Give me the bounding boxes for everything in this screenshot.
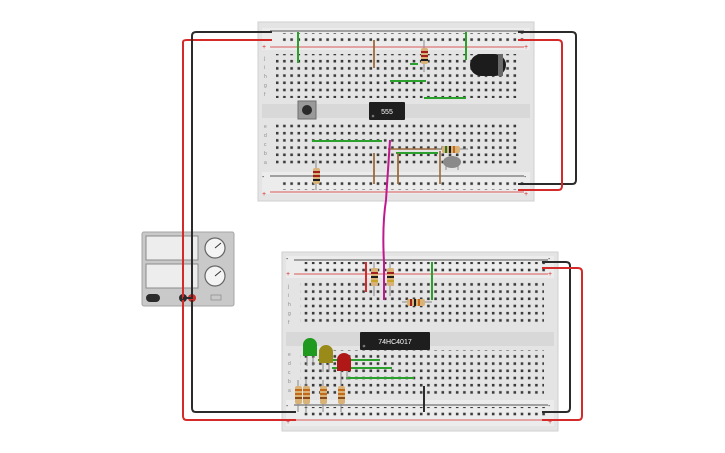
bottom-row-i: i [288, 293, 289, 299]
bottom-row-e: e [288, 352, 291, 358]
bottom-row-j: j [287, 284, 289, 290]
bottom-rail-minus-label-r: - [548, 256, 551, 263]
black-supply-wire-top[interactable] [183, 31, 272, 299]
bottom-rail-plus-label: + [286, 271, 290, 278]
black-supply-wire-bottom[interactable] [191, 300, 296, 413]
bottom-row-a: a [288, 388, 291, 394]
bottom-resistor-1[interactable] [371, 262, 378, 296]
led-resistor-1[interactable] [295, 380, 302, 412]
bottom-right-black-jumper[interactable] [542, 261, 571, 413]
led-yellow[interactable] [319, 345, 333, 372]
top-row-j: j [263, 56, 265, 62]
top-rail-plus-label-2: + [262, 191, 266, 198]
bottom-row-h: h [288, 302, 291, 308]
bottom-rail-plus-label-r2: + [548, 419, 552, 426]
bottom-rail-minus-label-r2: - [548, 403, 551, 410]
red-supply-wire-top[interactable] [182, 39, 272, 299]
top-row-g: g [264, 83, 267, 89]
top-row-a: a [264, 160, 267, 166]
top-row-e: e [264, 124, 267, 130]
top-resistor-2[interactable] [436, 146, 468, 153]
top-rail-minus-label-2: - [262, 174, 265, 181]
bottom-resistor-3[interactable] [402, 299, 432, 306]
bottom-rail-minus-label: - [286, 256, 289, 263]
bottom-row-f: f [288, 320, 290, 326]
led-resistor-2[interactable] [303, 380, 310, 412]
led-green[interactable] [303, 338, 317, 366]
bottom-breadboard[interactable]: - + - + - + - + j i h g f e d c b a 74HC… [281, 251, 559, 432]
bottom-rail-minus-label-2: - [286, 403, 289, 410]
power-switch[interactable] [146, 294, 160, 302]
bottom-row-d: d [288, 361, 291, 367]
power-supply[interactable] [141, 231, 235, 307]
bottom-row-letters: j i h g f e d c b a [287, 284, 291, 394]
top-row-i: i [264, 65, 265, 71]
chip-555[interactable]: 555 [369, 102, 405, 120]
top-rail-plus-label-r2: + [524, 191, 528, 198]
bottom-row-b: b [288, 379, 291, 385]
bottom-rail-plus-label-r: + [548, 271, 552, 278]
top-row-c: c [264, 142, 267, 148]
pushbutton[interactable] [297, 100, 317, 120]
bottom-row-g: g [288, 311, 291, 317]
led-resistor-4[interactable] [338, 380, 345, 412]
top-right-black-jumper[interactable] [518, 31, 577, 185]
top-row-h: h [264, 74, 267, 80]
top-rail-plus-label: + [262, 44, 266, 51]
voltage-display [145, 235, 199, 261]
top-rail-minus-label-r2: - [524, 174, 527, 181]
bottom-rail-plus-label-2: + [286, 419, 290, 426]
top-resistor-1[interactable] [421, 40, 428, 72]
top-row-f: f [264, 92, 266, 98]
top-row-d: d [264, 133, 267, 139]
red-supply-wire-bottom[interactable] [182, 300, 296, 421]
top-row-letters: j i h g f e d c b a [263, 56, 267, 166]
bottom-row-c: c [288, 370, 291, 376]
current-display [145, 263, 199, 289]
led-resistor-3[interactable] [320, 380, 327, 412]
chip-74hc4017-label: 74HC4017 [378, 339, 412, 346]
bottom-resistor-2[interactable] [387, 262, 394, 296]
bottom-right-red-jumper[interactable] [542, 267, 583, 421]
top-rail-plus-label-r: + [524, 44, 528, 51]
ceramic-capacitor[interactable] [443, 156, 461, 170]
top-row-b: b [264, 151, 267, 157]
external-wires [182, 31, 583, 421]
led-red[interactable] [337, 353, 351, 380]
top-breadboard[interactable]: - + - + - + - + j i h g f e d c b a [257, 21, 535, 202]
top-right-red-jumper[interactable] [518, 39, 563, 191]
chip-74hc4017[interactable]: 74HC4017 [360, 332, 430, 350]
magenta-signal-wire[interactable] [382, 139, 391, 300]
top-resistor-3[interactable] [313, 160, 320, 190]
chip-555-label: 555 [381, 109, 393, 116]
electrolytic-capacitor[interactable] [470, 54, 506, 76]
